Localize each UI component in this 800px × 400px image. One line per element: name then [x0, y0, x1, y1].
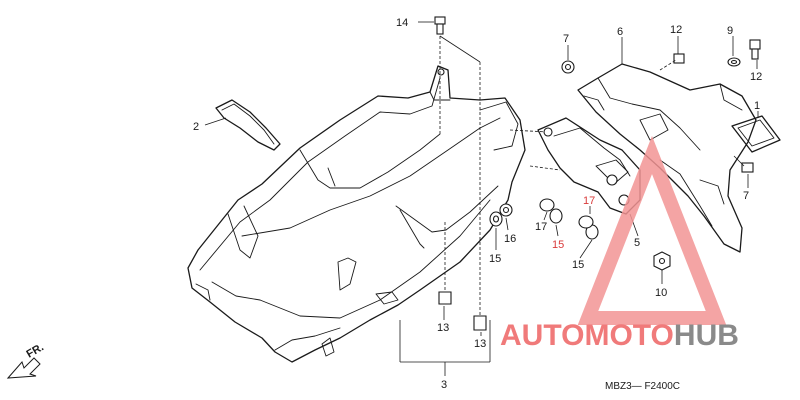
callout-15-left: 15: [489, 253, 501, 265]
callout-labels: 14 2 7 6 12 9 12 1 7 17 17 16 15 15 15 5…: [193, 17, 762, 391]
screw-12-right: [749, 39, 761, 60]
inner-fender-part: [187, 65, 526, 363]
washer-17-b: [578, 215, 594, 229]
callout-12-right: 12: [750, 71, 762, 83]
front-direction-marker: FR.: [6, 341, 46, 379]
front-arrow-icon: [6, 357, 41, 379]
bolt-7-right: [733, 155, 754, 173]
bolt-7-top: [561, 60, 575, 74]
reflector-1: [731, 115, 781, 153]
callout-13-left: 13: [437, 322, 449, 334]
front-label: FR.: [25, 341, 46, 360]
washer-17-a: [539, 198, 555, 212]
callout-7-right: 7: [743, 190, 749, 202]
watermark-triangle: [577, 135, 727, 325]
callout-9: 9: [727, 25, 733, 37]
callout-5: 5: [634, 237, 640, 249]
rear-fender-bracket-6: [577, 63, 757, 253]
callout-3: 3: [441, 379, 447, 391]
bolt-14: [434, 16, 446, 35]
clip-13-right: [473, 315, 487, 331]
callout-10: 10: [655, 287, 667, 299]
watermark-text-moto: MOTO: [584, 319, 673, 352]
grommet-15-a: [489, 211, 503, 227]
nut-16: [499, 203, 513, 217]
drawing-reference: MBZ3— F2400C: [605, 381, 680, 392]
grommet-15-b: [549, 208, 563, 224]
callout-12-top: 12: [670, 24, 682, 36]
clip-13-left: [438, 291, 452, 305]
watermark-text-hub: HUB: [674, 319, 739, 352]
callout-17-left: 17: [535, 221, 547, 233]
callout-17-mid: 17: [583, 195, 595, 207]
washer-9: [727, 57, 741, 67]
callout-14: 14: [396, 17, 408, 29]
mounting-leaders: [399, 35, 561, 376]
callout-2: 2: [193, 121, 199, 133]
watermark-text-auto: AUTO: [500, 319, 584, 352]
callout-16: 16: [504, 233, 516, 245]
callout-15-right: 15: [572, 259, 584, 271]
screw-12-top: [659, 53, 685, 71]
callout-1: 1: [754, 100, 760, 112]
callout-15-mid: 15: [552, 239, 564, 251]
seal-ring-2: [215, 99, 281, 151]
callout-13-right: 13: [474, 338, 486, 350]
nut-10: [653, 251, 671, 271]
watermark-logo: AUTOMOTOHUB: [500, 135, 739, 352]
callout-7-top: 7: [563, 33, 569, 45]
svg-text:AUTOMOTOHUB: AUTOMOTOHUB: [500, 319, 739, 352]
callout-6: 6: [617, 26, 623, 38]
